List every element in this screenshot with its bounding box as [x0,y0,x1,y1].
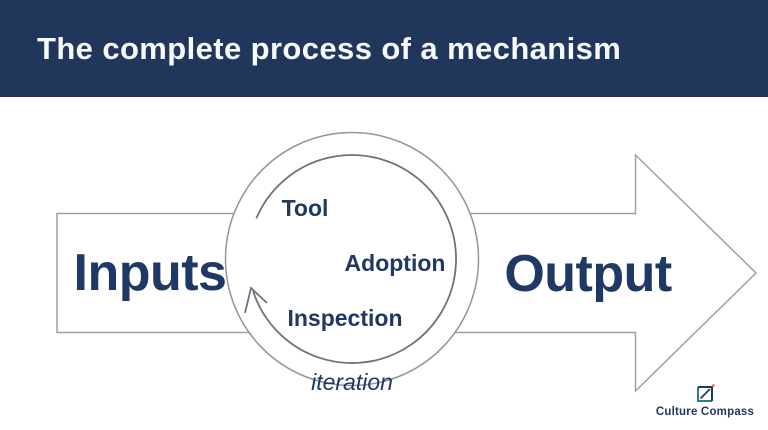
cycle-outer-circle [224,131,480,387]
inputs-label: Inputs [74,244,227,302]
page-title: The complete process of a mechanism [37,30,622,66]
output-label: Output [504,245,672,303]
cycle-step-tool: Tool [282,195,329,221]
culture-compass-icon [696,384,715,402]
logo-dot [711,384,715,387]
cycle-step-adoption: Adoption [345,250,446,276]
brand-name: Culture Compass [655,406,755,418]
brand-logo: Culture Compass [650,384,760,418]
header-bar: The complete process of a mechanism [0,0,768,97]
cycle-caption: iteration [311,369,393,395]
cycle-arrow-arc [252,154,457,364]
cycle-step-inspection: Inspection [287,305,402,331]
cycle-arrowhead-icon [244,286,268,314]
